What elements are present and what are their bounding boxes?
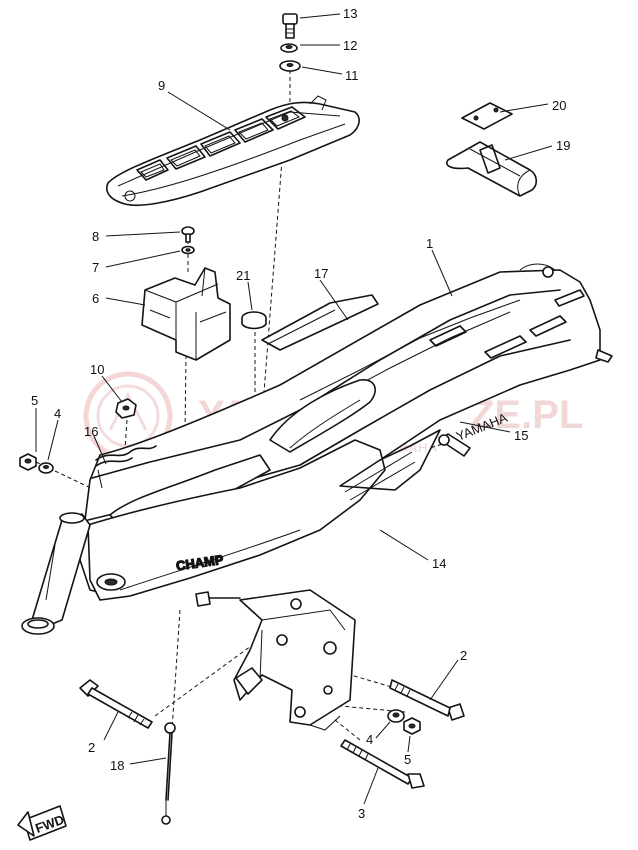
part-4-washer-right <box>387 709 405 723</box>
headstock <box>21 512 91 635</box>
part-12-washer <box>280 43 298 53</box>
callout-16: 16 <box>84 424 98 439</box>
callout-19: 19 <box>556 138 570 153</box>
part-4-washer-left <box>38 462 54 474</box>
callout-18: 18 <box>110 758 124 773</box>
part-6-battery-box <box>141 267 231 361</box>
part-13-bolt <box>282 13 298 39</box>
cover-windows <box>136 106 306 181</box>
side-cover-model-text: CHAMP <box>175 552 225 574</box>
part-19-sponge <box>446 141 538 197</box>
callout-8: 8 <box>92 229 99 244</box>
callout-4-left: 4 <box>54 406 61 421</box>
part-21-cap <box>241 311 267 330</box>
callout-5-right: 5 <box>404 752 411 767</box>
callout-21: 21 <box>236 268 250 283</box>
part-10-grommet <box>115 398 137 419</box>
callout-3: 3 <box>358 806 365 821</box>
part-11-collar <box>279 60 301 72</box>
part-5-nut-left <box>19 453 37 471</box>
callout-15: 15 <box>514 428 528 443</box>
part-2-bolt-left <box>79 679 153 729</box>
callout-6: 6 <box>92 291 99 306</box>
part-18-rod <box>161 722 176 825</box>
engine-mount-bracket <box>195 589 356 731</box>
callout-2-right: 2 <box>460 648 467 663</box>
part-20-bracket <box>461 102 513 130</box>
frame-slots <box>429 289 585 359</box>
part-14-side-cover: CHAMP <box>87 429 441 601</box>
fwd-arrow-icon <box>23 805 67 841</box>
callout-10: 10 <box>90 362 104 377</box>
part-9-cover <box>106 95 360 207</box>
part-5-nut-right <box>403 717 421 735</box>
callout-labels: 13 12 11 9 20 19 8 7 1 21 17 6 10 5 4 16… <box>31 6 570 821</box>
part-16-wiring <box>95 445 157 489</box>
part-3-bolt <box>340 739 425 789</box>
callout-2-left: 2 <box>88 740 95 755</box>
callout-1: 1 <box>426 236 433 251</box>
callout-17: 17 <box>314 266 328 281</box>
part-8-screw <box>181 226 195 243</box>
callout-9: 9 <box>158 78 165 93</box>
fwd-indicator: FWD <box>17 805 67 841</box>
part-15-pivot <box>438 433 471 457</box>
leader-lines <box>35 13 553 805</box>
callout-13: 13 <box>343 6 357 21</box>
callout-20: 20 <box>552 98 566 113</box>
part-17-strip <box>261 294 379 351</box>
part-7-washer <box>181 245 195 255</box>
callout-5-left: 5 <box>31 393 38 408</box>
watermark-url-tail: ZE.PL <box>470 393 583 437</box>
callout-14: 14 <box>432 556 446 571</box>
callout-7: 7 <box>92 260 99 275</box>
callout-12: 12 <box>343 38 357 53</box>
callout-11: 11 <box>345 68 359 83</box>
callout-4-right: 4 <box>366 732 373 747</box>
